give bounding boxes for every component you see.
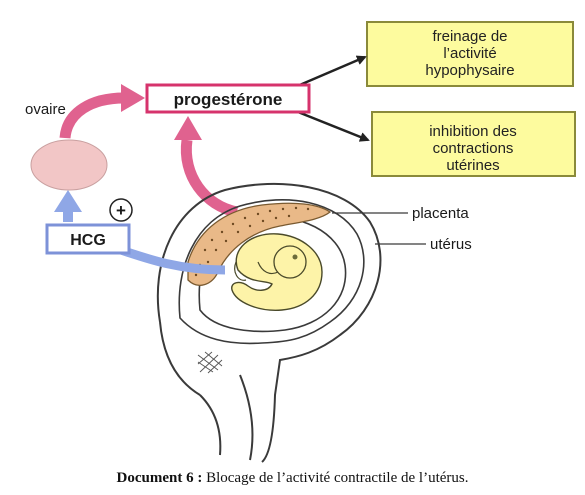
ovary — [30, 139, 108, 191]
uterus-outer-wall — [156, 182, 382, 463]
plus-circle-icon — [109, 198, 133, 222]
cervix-hatch — [197, 351, 223, 374]
uterus-inner-wall — [178, 199, 365, 345]
plus-label: + — [116, 201, 126, 220]
uterus-label: utérus — [430, 236, 472, 253]
blue-arrow-ovary-head — [54, 190, 82, 212]
progesterone-label: progestérone — [174, 90, 283, 109]
vagina-wall-right — [239, 374, 254, 461]
freinage-box: freinage de l’activité hypophysaire — [366, 21, 574, 87]
placenta-texture — [194, 206, 310, 277]
inhibition-line-1: inhibition des — [429, 123, 517, 140]
hcg-label: HCG — [70, 232, 106, 249]
arrow-to-inhibition — [297, 110, 370, 142]
caption-text: Blocage de l’activité contractile de l’u… — [202, 470, 469, 486]
progesterone-box: progestérone — [145, 83, 311, 114]
vagina-wall-left — [199, 394, 222, 456]
uterus-lower-wall — [159, 321, 201, 396]
inhibition-box: inhibition des contractions utérines — [371, 111, 576, 177]
pink-arrow-placenta-head — [174, 116, 202, 140]
freinage-line-3: hypophysaire — [425, 62, 514, 79]
ovaire-label: ovaire — [25, 101, 66, 118]
inhibition-line-2: contractions — [433, 140, 514, 157]
freinage-line-1: freinage de — [432, 28, 507, 45]
caption: Document 6 : Blocage de l’activité contr… — [0, 470, 585, 487]
inhibition-line-3: utérines — [446, 157, 499, 174]
pink-arrow-ovary-shaft — [59, 92, 125, 139]
fetus — [231, 233, 323, 311]
pink-arrow-ovary-head — [121, 84, 145, 112]
arrow-to-freinage — [294, 55, 367, 89]
pink-arrow-placenta-shaft — [180, 139, 239, 218]
caption-document-number: Document 6 : — [116, 470, 203, 486]
freinage-line-2: l’activité — [443, 45, 496, 62]
hcg-box: HCG — [45, 223, 131, 255]
placenta-label: placenta — [412, 205, 469, 222]
